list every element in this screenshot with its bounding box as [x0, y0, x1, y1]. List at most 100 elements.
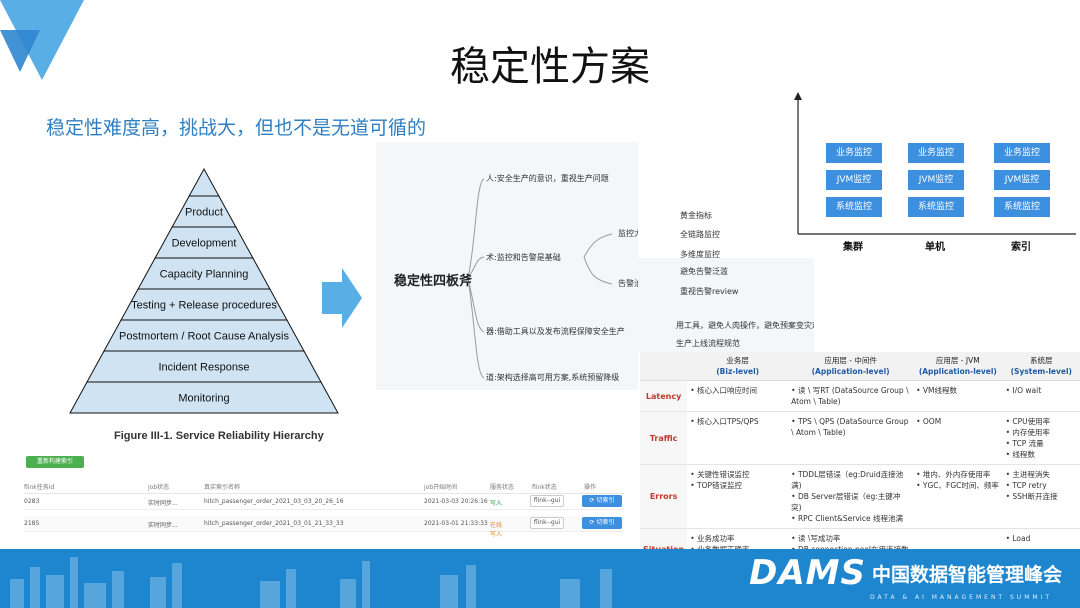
mindmap-node-tools-2: 生产上线流程规范 — [676, 339, 740, 348]
col-header: job状态 — [148, 484, 170, 491]
mindmap-node-monitor: 监控大盘 — [618, 229, 638, 238]
jobs-table-header: flink任务id job状态 真实索引名称 job开始时间 服务状态 flin… — [24, 478, 624, 494]
pyramid-layer — [69, 381, 339, 414]
switch-index-button[interactable]: ⟳ 切索引 — [582, 517, 622, 529]
mindmap-node-fulllink: 全链路监控 — [680, 230, 720, 239]
column-label-index: 索引 — [1011, 242, 1031, 253]
metric-item: RPC Client&Service 线程池满 — [791, 513, 910, 524]
job-start-time: 2021-03-03 20:26:16 — [424, 498, 488, 505]
mindmap-node-people: 人:安全生产的意识，重视生产问题 — [486, 174, 609, 183]
pyramid-label: Postmortem / Root Cause Analysis — [119, 331, 289, 343]
header-en: (Application-level) — [918, 367, 997, 376]
metric-item: CPU使用率 — [1006, 416, 1077, 427]
table-cell: 主进程消失TCP retrySSH断开连接 — [1002, 464, 1080, 529]
table-header-middleware: 应用层 - 中间件(Application-level) — [788, 352, 914, 381]
job-index-name: hitch_passenger_order_2021_03_03_20_26_1… — [204, 498, 344, 505]
table-row: Traffic核心入口TPS/QPSTPS \ QPS (DataSource … — [640, 411, 1080, 465]
col-header: 服务状态 — [490, 484, 515, 491]
job-status: 实时同步... — [148, 522, 178, 529]
job-start-time: 2021-03-01 21:33:33 — [424, 520, 488, 527]
row-header: Errors — [640, 464, 688, 529]
service-status: 写入 — [490, 500, 503, 507]
table-cell: 关键性错误监控TOP错误监控 — [687, 464, 789, 529]
column-label-host: 单机 — [925, 242, 945, 253]
table-cell: 读 \ 写RT (DataSource Group \ Atom \ Table… — [788, 380, 914, 412]
metric-item: TCP retry — [1006, 480, 1077, 491]
mindmap-node-tech: 术:监控和告警是基础 — [486, 253, 561, 262]
table-row: 2185 实时同步... hitch_passenger_order_2021_… — [24, 516, 624, 538]
pyramid-label: Development — [172, 238, 237, 250]
header-cn: 应用层 - JVM — [935, 356, 980, 365]
mindmap-node-alert: 告警治理 — [618, 279, 638, 288]
table-header-biz: 业务层(Biz-level) — [687, 352, 789, 381]
metric-item: 堆内、外内存使用率 — [916, 469, 999, 480]
service-status: 在线 写入 — [490, 522, 503, 538]
metric-item: DB Server层错误（eg:主键冲突) — [791, 491, 910, 513]
table-cell: 核心入口TPS/QPS — [687, 411, 789, 465]
city-skyline-graphic — [10, 557, 612, 608]
metric-item: 读 \写成功率 — [791, 533, 910, 544]
tag-sys-monitor: 系统监控 — [994, 197, 1050, 217]
job-index-name: hitch_passenger_order_2021_03_01_21_33_3… — [204, 520, 344, 527]
metric-item: 业务成功率 — [690, 533, 785, 544]
table-header-jvm: 应用层 - JVM (Application-level) — [913, 352, 1003, 381]
tag-jvm-monitor: JVM监控 — [908, 170, 964, 190]
flink-select[interactable]: flink--gui — [530, 517, 564, 529]
metric-item: OOM — [916, 416, 999, 427]
metric-item: TCP 流量 — [1006, 438, 1077, 449]
table-header-empty — [640, 352, 688, 381]
table-row: Errors关键性错误监控TOP错误监控TDDL层错误（eg:Druid连接池满… — [640, 464, 1080, 529]
slide-subtitle: 稳定性难度高，挑战大，但也不是无道可循的 — [46, 117, 427, 139]
table-cell: 堆内、外内存使用率YGC、FGC时间、频率 — [913, 464, 1003, 529]
header-cn: 业务层 — [726, 356, 749, 365]
axis-lines — [794, 92, 1076, 235]
pyramid-label: Product — [185, 207, 223, 219]
flink-select[interactable]: flink--gui — [530, 495, 564, 507]
mindmap-node-tools: 器:借助工具以及发布流程保障安全生产 — [486, 327, 625, 336]
mindmap-node-arch: 道:架构选择高可用方案,系统预留降级 — [486, 373, 620, 382]
metric-item: Load — [1006, 533, 1077, 544]
table-row: Latency核心入口响应时间读 \ 写RT (DataSource Group… — [640, 380, 1080, 412]
tag-biz-monitor: 业务监控 — [994, 143, 1050, 163]
metric-item: YGC、FGC时间、频率 — [916, 480, 999, 491]
conference-name: 中国数据智能管理峰会 — [871, 563, 1062, 586]
column-label-cluster: 集群 — [843, 242, 863, 253]
table-cell: I/O wait — [1002, 380, 1080, 412]
col-header: 操作 — [584, 484, 597, 491]
table-cell: CPU使用率内存使用率TCP 流量线程数 — [1002, 411, 1080, 465]
mindmap-node-multidim: 多维度监控 — [680, 250, 720, 259]
tag-biz-monitor: 业务监控 — [826, 143, 882, 163]
mindmap-node-tools-1: 用工具，避免人肉操作，避免预案变灾难 — [676, 321, 814, 330]
switch-index-button[interactable]: ⟳ 切索引 — [582, 495, 622, 507]
table-cell: 核心入口响应时间 — [687, 380, 789, 412]
row-header: Traffic — [640, 411, 688, 465]
pyramid-caption: Figure III-1. Service Reliability Hierar… — [114, 430, 324, 442]
job-id: 2185 — [24, 520, 40, 527]
right-arrow-icon — [322, 268, 362, 328]
mindmap-node-avoid: 避免告警泛滥 — [680, 267, 728, 276]
metric-item: 关键性错误监控 — [690, 469, 785, 480]
pyramid-label: Capacity Planning — [160, 269, 249, 281]
table-cell: VM线程数 — [913, 380, 1003, 412]
tag-jvm-monitor: JVM监控 — [994, 170, 1050, 190]
mindmap-node-review: 重视告警review — [680, 287, 739, 296]
metric-item: SSH断开连接 — [1006, 491, 1077, 502]
table-cell: TPS \ QPS (DataSource Group \ Atom \ Tab… — [788, 411, 914, 465]
rebuild-index-button[interactable]: 重新构建索引 — [26, 456, 84, 468]
mindmap-panel-ext: 避免告警泛滥 重视告警review 用工具，避免人肉操作，避免预案变灾难 生产上… — [638, 258, 814, 352]
metric-item: VM线程数 — [916, 385, 999, 396]
tag-jvm-monitor: JVM监控 — [826, 170, 882, 190]
job-id: 0283 — [24, 498, 40, 505]
table-header-system: 系统层(System-level) — [1002, 352, 1080, 381]
tag-sys-monitor: 系统监控 — [826, 197, 882, 217]
row-header: Latency — [640, 380, 688, 412]
col-header: job开始时间 — [424, 484, 458, 491]
table-row: 0283 实时同步... hitch_passenger_order_2021_… — [24, 494, 624, 510]
pyramid-apex — [188, 167, 220, 197]
brand-name: DAMS — [749, 553, 866, 593]
mindmap-connectors — [467, 178, 613, 379]
pyramid-label: Testing + Release procedures — [131, 300, 277, 312]
tag-biz-monitor: 业务监控 — [908, 143, 964, 163]
